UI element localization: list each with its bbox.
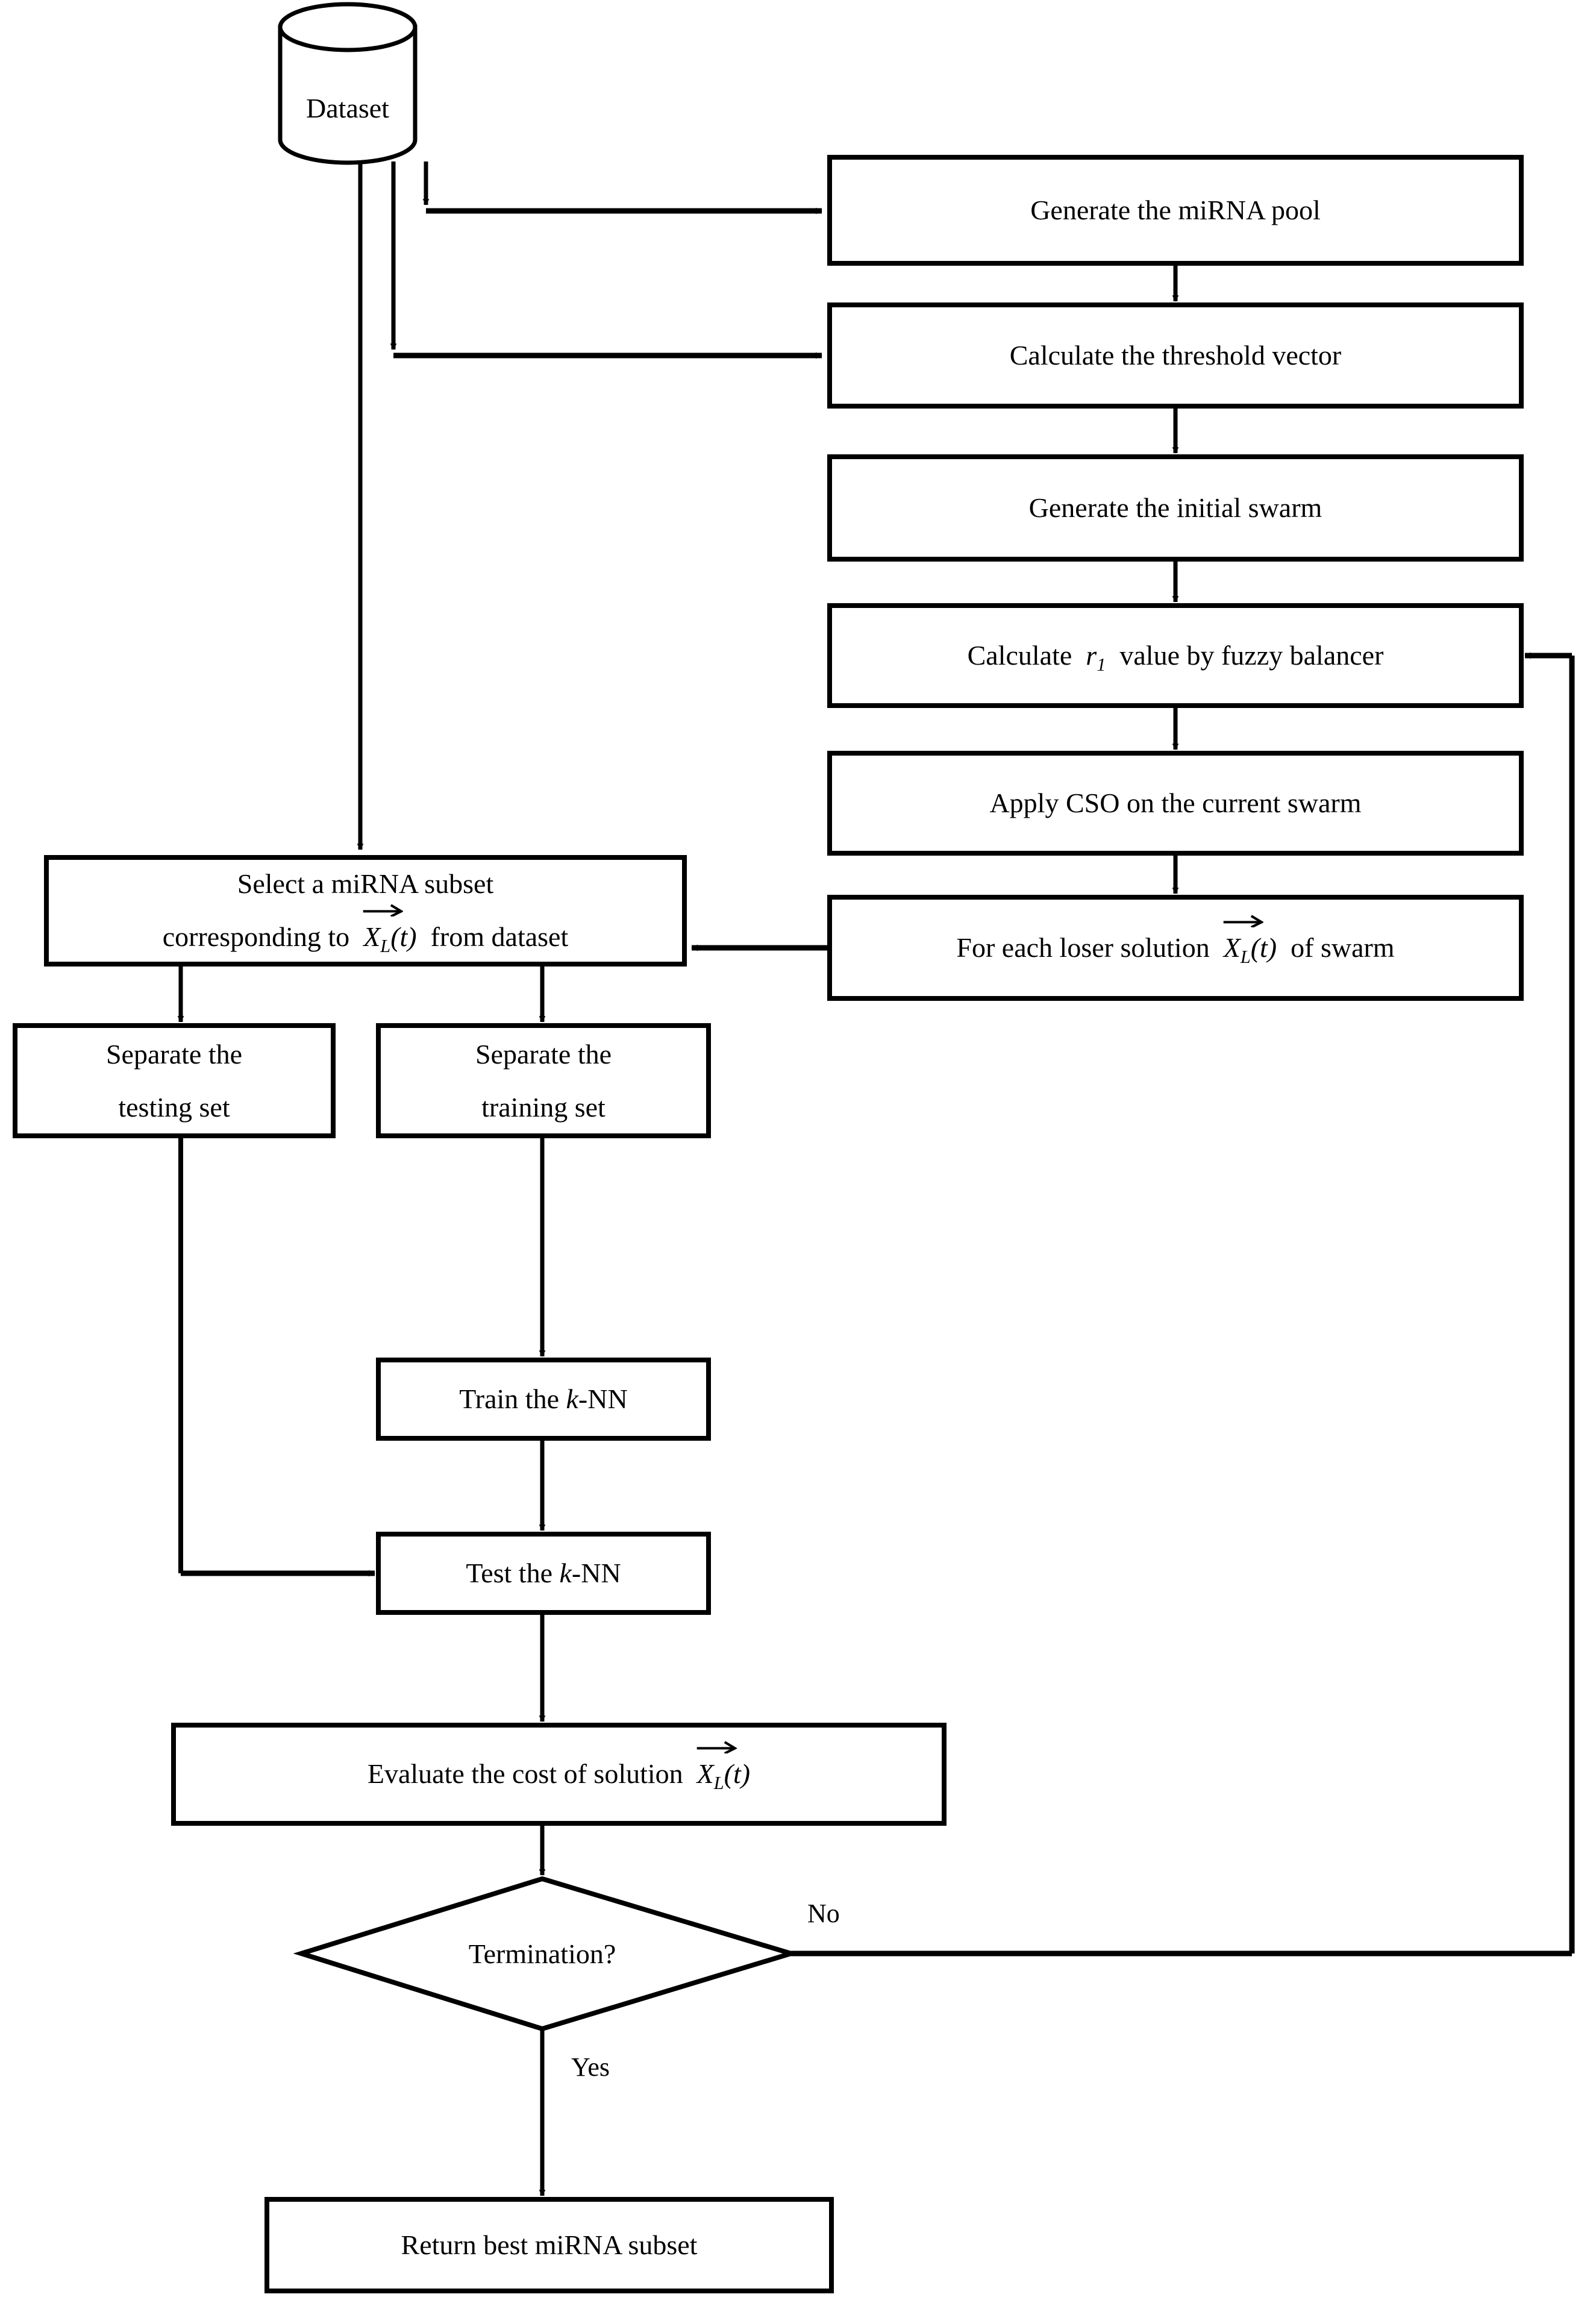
box-evaluate-cost-shape (171, 1723, 947, 1826)
edge-label-no: No (807, 1899, 840, 1928)
box-select-subset-shape (44, 855, 687, 967)
dataset-cylinder-shape (278, 2, 418, 165)
box-fuzzy-balancer-shape (827, 603, 1524, 708)
box-loser-solution-shape (827, 895, 1524, 1001)
edge-label-yes: Yes (571, 2052, 610, 2082)
box-initial-swarm-shape (827, 454, 1524, 562)
diamond-termination-shape (293, 1876, 800, 2032)
box-test-knn-shape (376, 1532, 711, 1615)
box-separate-testing-shape (13, 1023, 336, 1138)
box-train-knn-shape (376, 1358, 711, 1441)
box-separate-training-shape (376, 1023, 711, 1138)
box-apply-cso-shape (827, 751, 1524, 856)
box-generate-pool-shape (827, 155, 1524, 266)
box-return-best-shape (264, 2197, 834, 2293)
box-threshold-vector-shape (827, 302, 1524, 409)
